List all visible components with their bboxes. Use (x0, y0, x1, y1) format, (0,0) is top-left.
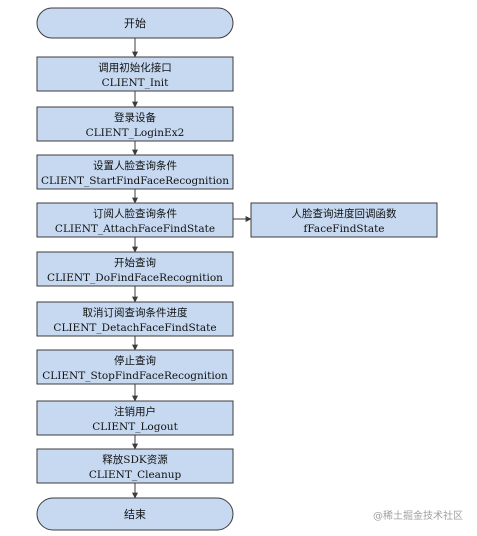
step-do-find-function: CLIENT_DoFindFaceRecognition (47, 272, 223, 284)
step-init-box (36, 56, 234, 92)
end-terminal-shape (36, 497, 234, 531)
callback-title: 人脸查询进度回调函数 (292, 207, 397, 220)
step-stop-find: 停止查询 CLIENT_StopFindFaceRecognition (36, 349, 234, 385)
end-terminal: 结束 (36, 497, 234, 531)
step-login-box (36, 106, 234, 142)
step-init-function: CLIENT_Init (102, 77, 170, 89)
step-detach-box (36, 301, 234, 337)
step-start-find-function: CLIENT_StartFindFaceRecognition (41, 175, 229, 187)
step-detach: 取消订阅查询条件进度 CLIENT_DetachFaceFindState (36, 301, 234, 337)
step-login-function: CLIENT_LoginEx2 (86, 127, 185, 139)
step-start-find-box (36, 154, 234, 190)
step-detach-title: 取消订阅查询条件进度 (83, 306, 188, 319)
connectors (132, 38, 252, 499)
watermark: @稀土掘金技术社区 (373, 511, 463, 522)
step-init: 调用初始化接口 CLIENT_Init (36, 56, 234, 92)
step-init-title: 调用初始化接口 (98, 61, 172, 74)
step-stop-find-box (36, 349, 234, 385)
step-stop-find-title: 停止查询 (114, 354, 156, 367)
step-stop-find-function: CLIENT_StopFindFaceRecognition (42, 370, 228, 382)
step-login: 登录设备 CLIENT_LoginEx2 (36, 106, 234, 142)
step-cleanup-function: CLIENT_Cleanup (89, 469, 182, 481)
step-attach-title: 订阅人脸查询条件 (93, 207, 177, 220)
end-label: 结束 (124, 508, 146, 521)
step-cleanup-box (36, 448, 234, 484)
step-cleanup-title: 释放SDK资源 (102, 453, 168, 466)
step-attach-function: CLIENT_AttachFaceFindState (55, 223, 215, 235)
step-logout-box (36, 400, 234, 436)
step-logout: 注销用户 CLIENT_Logout (36, 400, 234, 436)
start-terminal-shape (36, 7, 234, 39)
callback-node: 人脸查询进度回调函数 fFaceFindState (250, 202, 438, 238)
step-do-find: 开始查询 CLIENT_DoFindFaceRecognition (36, 251, 234, 287)
step-detach-function: CLIENT_DetachFaceFindState (53, 322, 216, 334)
step-do-find-title: 开始查询 (114, 256, 156, 269)
step-start-find: 设置人脸查询条件 CLIENT_StartFindFaceRecognition (36, 154, 234, 190)
step-cleanup: 释放SDK资源 CLIENT_Cleanup (36, 448, 234, 484)
callback-function: fFaceFindState (303, 223, 384, 235)
step-logout-function: CLIENT_Logout (92, 421, 178, 433)
start-terminal: 开始 (36, 7, 234, 39)
callback-box (250, 202, 438, 238)
start-label: 开始 (124, 16, 146, 30)
step-attach-box (36, 202, 234, 238)
step-do-find-box (36, 251, 234, 287)
step-start-find-title: 设置人脸查询条件 (93, 159, 177, 172)
step-attach: 订阅人脸查询条件 CLIENT_AttachFaceFindState (36, 202, 234, 238)
step-logout-title: 注销用户 (114, 405, 156, 418)
step-login-title: 登录设备 (114, 111, 156, 124)
